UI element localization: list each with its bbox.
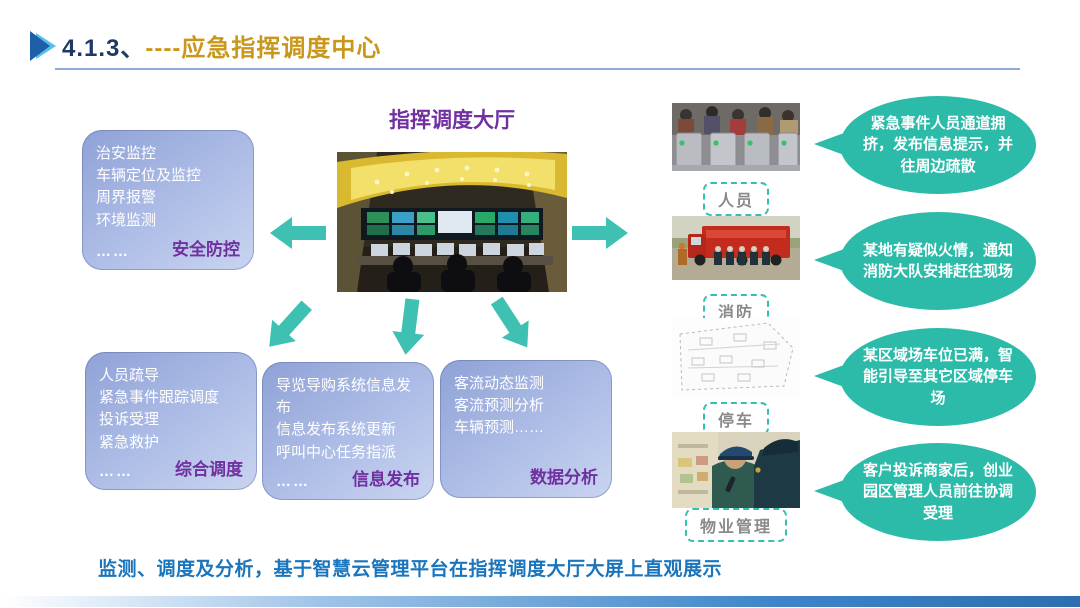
panel-line: 投诉受理 xyxy=(99,411,160,429)
people-turnstile-photo xyxy=(672,103,800,171)
panel-label: 综合调度 xyxy=(175,460,243,479)
panel-line: 治安监控 xyxy=(96,145,157,162)
bubble-parking: 某区域场车位已满，智能引导至其它区域停车场 xyxy=(840,328,1036,426)
bubble-property: 客户投诉商家后，创业园区管理人员前往协调受理 xyxy=(840,443,1036,541)
parking-plan-drawing xyxy=(672,318,800,398)
control-room-photo xyxy=(337,152,567,292)
tag-property: 物业管理 xyxy=(684,508,787,542)
tag-parking: 停车 xyxy=(702,402,769,436)
panel-data-analysis: 客流动态监测 客流预测分析 车辆预测…… 数据分析 xyxy=(440,360,612,498)
bubble-fire: 某地有疑似火情，通知消防大队安排赶往现场 xyxy=(840,212,1036,310)
panel-line: 呼叫中心任务指派 xyxy=(276,443,397,461)
property-management-photo xyxy=(672,432,800,508)
panel-label: 信息发布 xyxy=(352,470,420,489)
footer-summary-text: 监测、调度及分析，基于智慧云管理平台在指挥调度大厅大屏上直观展示 xyxy=(98,559,723,580)
header-divider xyxy=(55,68,1020,70)
center-hall-title: 指挥调度大厅 xyxy=(389,109,515,132)
double-triangle-arrow-icon xyxy=(30,30,56,61)
panel-line: 导览导购系统信息发布 xyxy=(276,377,412,417)
panel-line: 车辆预测…… xyxy=(454,419,545,437)
panel-line: 人员疏导 xyxy=(99,367,160,384)
panel-line: 车辆定位及监控 xyxy=(96,167,202,185)
panel-line: 周界报警 xyxy=(96,189,157,207)
arrow-down-icon xyxy=(392,298,425,355)
header: 4.1.3、 ----应急指挥调度中心 xyxy=(28,28,381,63)
arrow-right-icon xyxy=(572,217,628,249)
bubble-tail xyxy=(814,249,844,271)
bubble-tail xyxy=(814,133,844,155)
section-number: 4.1.3、 xyxy=(62,35,146,62)
panel-line: 信息发布系统更新 xyxy=(276,421,397,439)
arrow-down-right-icon xyxy=(490,296,529,348)
tag-people: 人员 xyxy=(702,182,769,216)
bubble-tail xyxy=(814,480,844,502)
arrow-left-icon xyxy=(270,217,326,249)
panel-label: 数据分析 xyxy=(530,468,598,487)
ellipsis: …… xyxy=(99,463,133,480)
ellipsis: …… xyxy=(96,243,130,260)
panel-line: 紧急救护 xyxy=(99,433,160,451)
bottom-gradient-bar xyxy=(0,596,1080,607)
bubble-tail xyxy=(814,365,844,387)
panel-information-release: 导览导购系统信息发布 信息发布系统更新 呼叫中心任务指派 …… 信息发布 xyxy=(262,362,434,500)
panel-comprehensive-dispatch: 人员疏导 紧急事件跟踪调度 投诉受理 紧急救护 …… 综合调度 xyxy=(85,352,257,490)
ellipsis: …… xyxy=(276,473,310,490)
panel-line: 紧急事件跟踪调度 xyxy=(99,389,220,407)
panel-label: 安全防控 xyxy=(172,240,240,259)
panel-line: 客流预测分析 xyxy=(454,397,545,415)
page-title: ----应急指挥调度中心 xyxy=(145,35,382,62)
fire-brigade-photo xyxy=(672,216,800,280)
panel-security-monitoring: 治安监控 车辆定位及监控 周界报警 环境监测 …… 安全防控 xyxy=(82,130,254,270)
bubble-people: 紧急事件人员通道拥挤，发布信息提示，并往周边疏散 xyxy=(840,96,1036,194)
panel-line: 客流动态监测 xyxy=(454,375,545,392)
panel-line: 环境监测 xyxy=(96,211,157,229)
arrow-down-left-icon xyxy=(269,300,312,347)
